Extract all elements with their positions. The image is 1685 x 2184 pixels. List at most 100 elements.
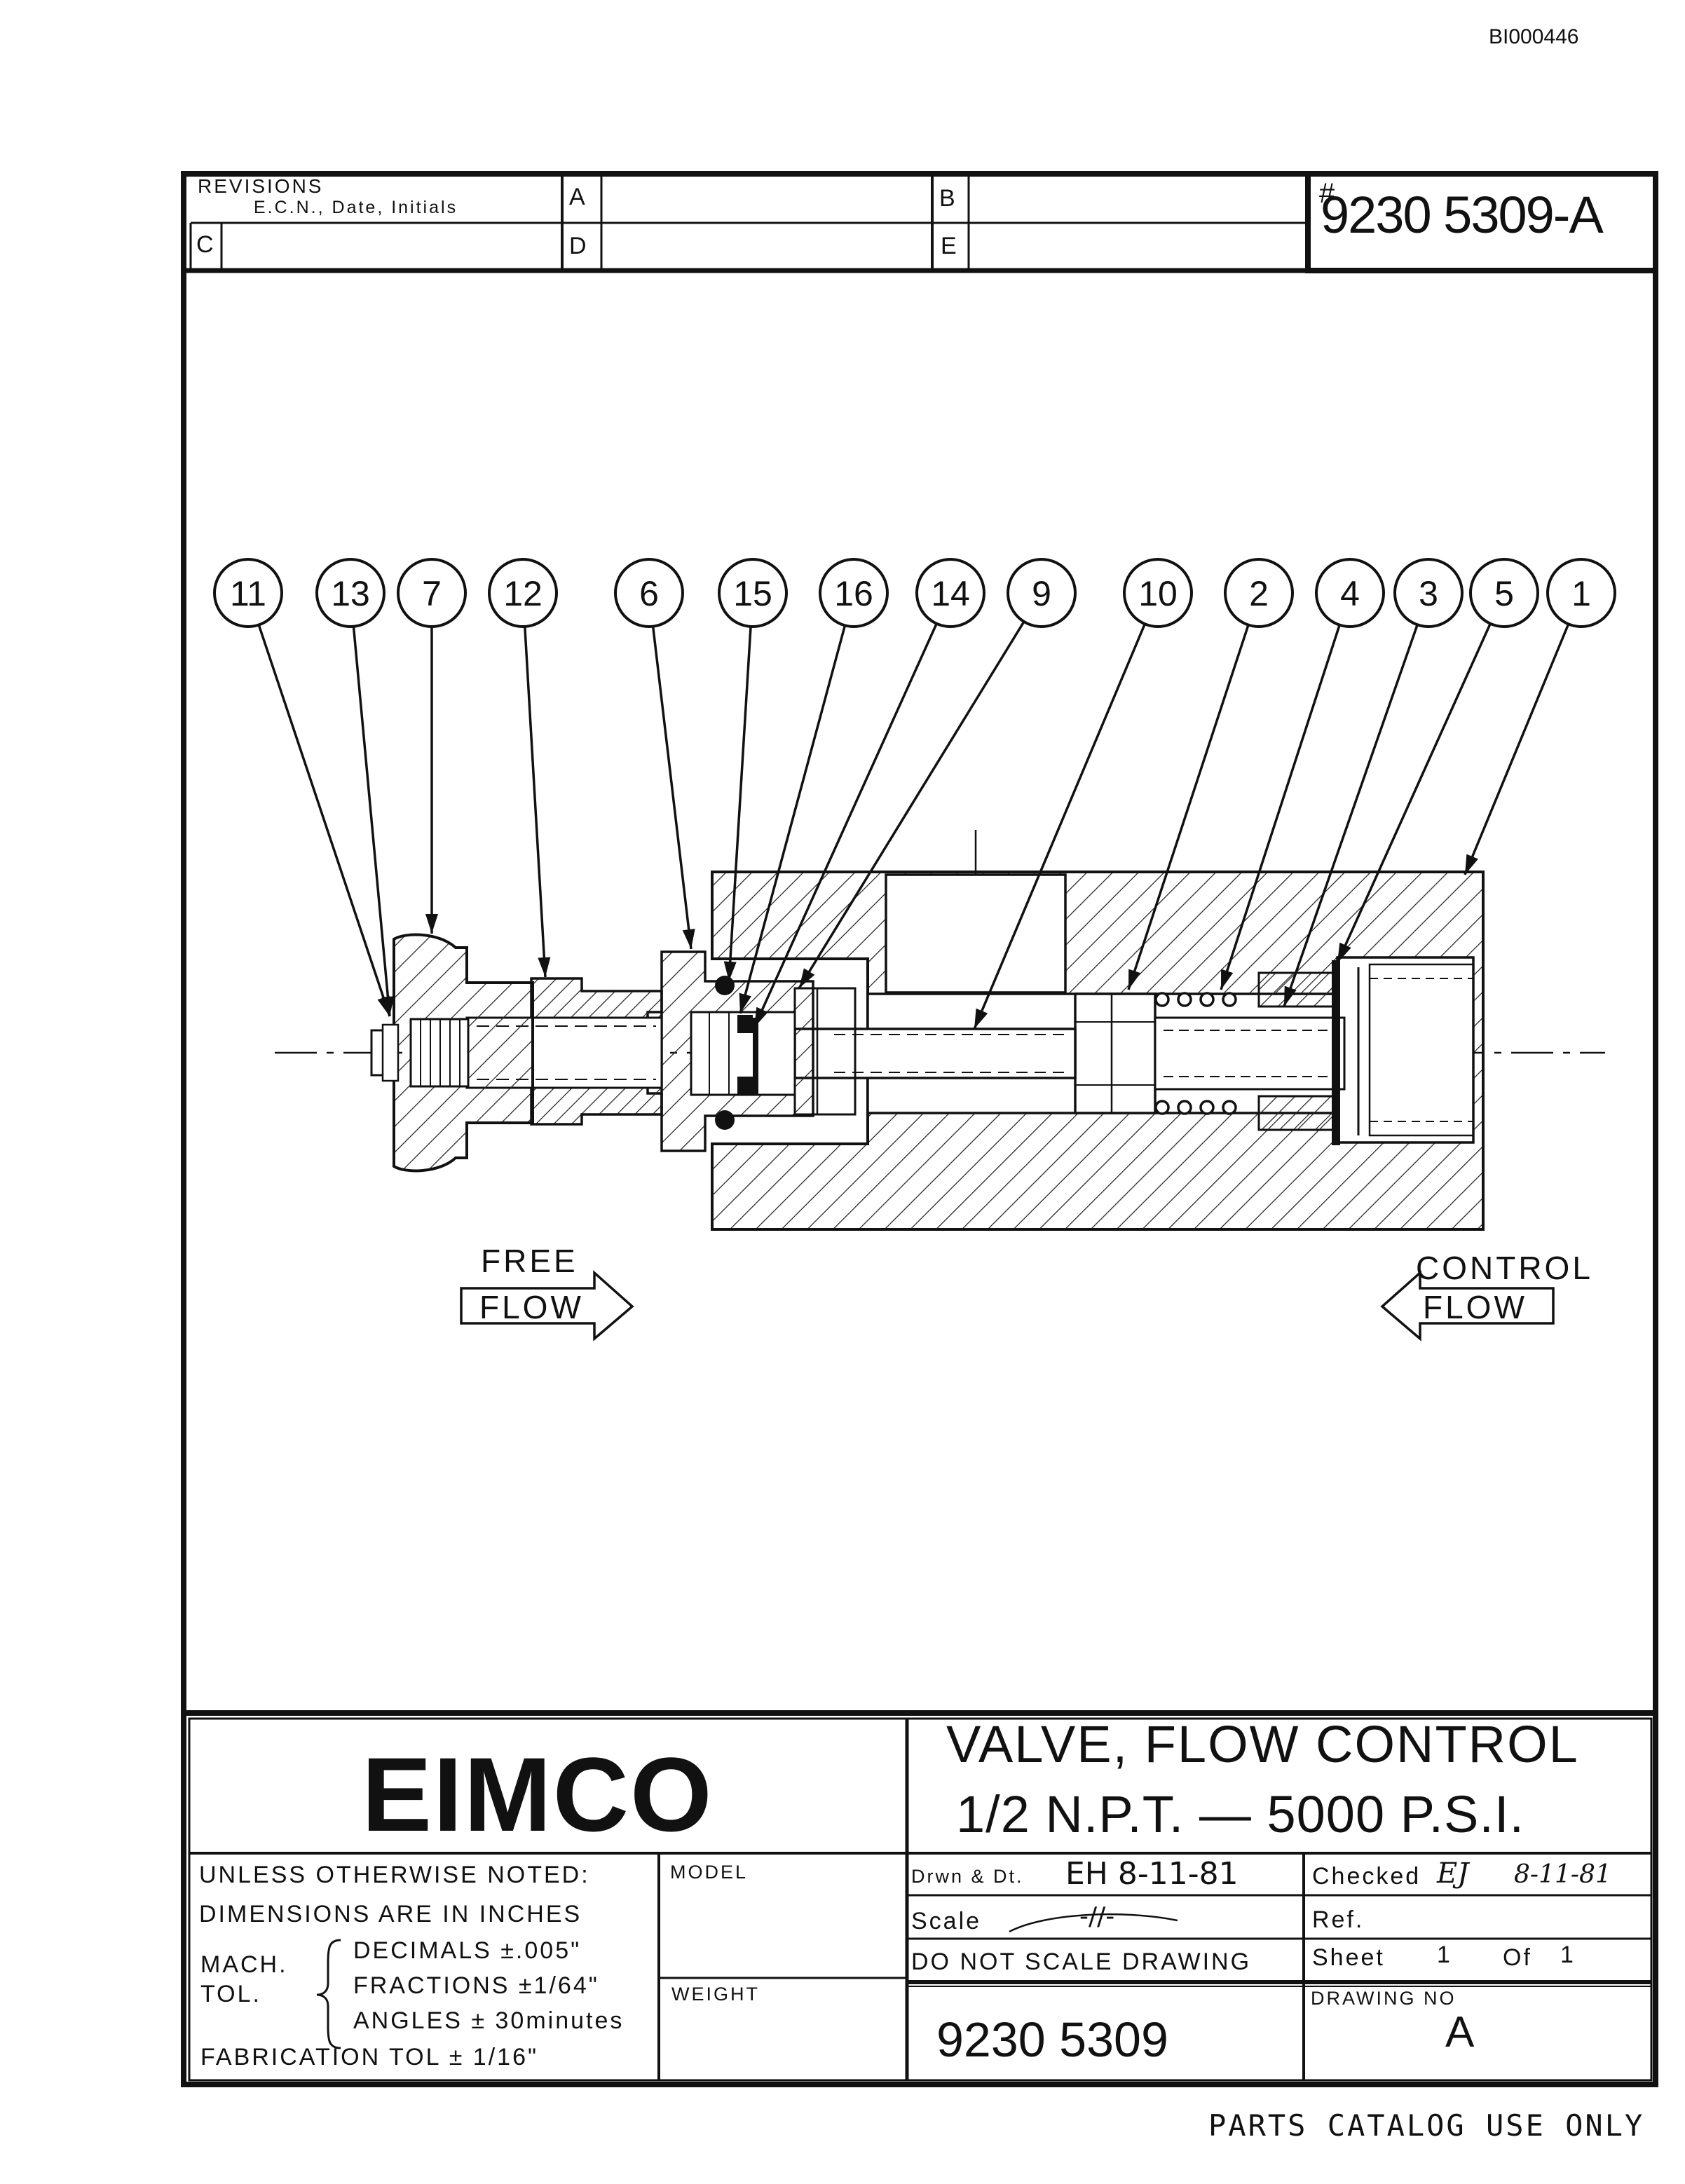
leader-arrowhead-3 [1284, 985, 1297, 1006]
balloon-label-1: 1 [1571, 574, 1591, 613]
leader-arrowhead-5 [1337, 942, 1351, 963]
leader-line-9 [798, 620, 1025, 989]
revisions-title: REVISIONS [198, 175, 324, 197]
do-not-scale-label: DO NOT SCALE DRAWING [911, 1948, 1252, 1975]
leader-line-10 [973, 623, 1146, 1030]
balloon-circle-15 [718, 558, 788, 628]
notes-line1: UNLESS OTHERWISE NOTED: [199, 1862, 590, 1888]
scale-mark [1009, 1913, 1178, 1933]
leader-line-1 [1464, 623, 1570, 875]
notes-tol: TOL. [200, 1981, 261, 2007]
leader-arrowhead-1 [1465, 854, 1479, 875]
footer-note: PARTS CATALOG USE ONLY [1208, 2108, 1645, 2143]
balloon-circle-16 [819, 558, 889, 628]
drawing-number: 9230 5309 [936, 2012, 1168, 2067]
of-value: 1 [1560, 1941, 1576, 1968]
document-code: BI000446 [1489, 25, 1579, 48]
balloon-label-11: 11 [230, 574, 266, 613]
leader-arrowhead-10 [974, 1008, 988, 1029]
company-logo: EIMCO [362, 1735, 714, 1853]
balloon-circle-5 [1469, 558, 1539, 628]
scale-value: -//- [1079, 1902, 1115, 1931]
revisions-subtitle: E.C.N., Date, Initials [254, 198, 458, 217]
leader-arrowhead-12 [538, 957, 551, 977]
leader-arrowhead-7 [425, 914, 438, 934]
revision-cell-c: C [196, 231, 214, 258]
balloon-circle-10 [1123, 558, 1193, 628]
checked-initials: EJ [1437, 1857, 1469, 1890]
leader-line-5 [1336, 623, 1492, 964]
notes-line2: DIMENSIONS ARE IN INCHES [199, 1901, 582, 1927]
balloon-label-4: 4 [1340, 574, 1360, 613]
balloon-label-12: 12 [503, 574, 543, 613]
free-flow-label-line2: FLOW [479, 1289, 584, 1325]
spring-coils [1154, 992, 1237, 1115]
free-flow-arrow [460, 1270, 634, 1342]
notes-fractions: FRACTIONS ±1/64" [353, 1972, 599, 1999]
scale-label: Scale [911, 1908, 982, 1934]
balloon-label-14: 14 [931, 574, 970, 613]
checked-label: Checked [1312, 1863, 1421, 1890]
ref-label: Ref. [1312, 1906, 1365, 1933]
revision-hash: # [1319, 178, 1335, 209]
notes-decimals: DECIMALS ±.005" [353, 1937, 582, 1964]
poppet [1074, 992, 1346, 1114]
model-label: MODEL [670, 1862, 749, 1883]
balloon-circle-11 [213, 558, 283, 628]
leader-arrowhead-15 [723, 961, 737, 981]
control-flow-label-line2: FLOW [1423, 1289, 1527, 1325]
revision-cell-e: E [941, 233, 957, 259]
leader-arrowhead-16 [739, 992, 751, 1013]
handknob [393, 933, 534, 1173]
leader-line-4 [1220, 625, 1341, 990]
revision-number: 9230 5309-A [1321, 186, 1604, 244]
balloon-label-16: 16 [834, 574, 873, 613]
drawing-title-line2: 1/2 N.P.T. — 5000 P.S.I. [956, 1785, 1525, 1843]
balloon-circle-4 [1315, 558, 1385, 628]
balloon-circle-12 [488, 558, 558, 628]
drawing-size: A [1445, 2008, 1475, 2056]
balloon-label-6: 6 [639, 574, 659, 613]
leader-arrowhead-6 [682, 929, 695, 949]
revision-cell-d: D [569, 233, 587, 259]
balloon-circle-1 [1546, 558, 1616, 628]
leader-arrowhead-14 [754, 1006, 768, 1028]
balloon-circle-13 [315, 558, 386, 628]
free-flow-label-line1: FREE [481, 1243, 578, 1279]
balloon-label-15: 15 [733, 574, 772, 613]
drawing-no-label: DRAWING NO [1311, 1988, 1457, 2009]
title-block-grid [184, 1710, 1656, 2082]
leader-line-16 [739, 625, 847, 1014]
notes-mach: MACH. [200, 1951, 288, 1978]
notes-fabrication: FABRICATION TOL ± 1/16" [200, 2044, 539, 2070]
balloon-label-10: 10 [1138, 574, 1178, 613]
leader-line-12 [524, 626, 547, 978]
of-label: Of [1503, 1944, 1532, 1971]
sheet-border [181, 171, 1658, 2087]
seal-ring [1332, 960, 1340, 1145]
set-screw [370, 1023, 400, 1082]
stem [793, 1028, 1077, 1079]
control-flow-label-line1: CONTROL [1416, 1250, 1593, 1286]
leader-line-6 [651, 626, 693, 950]
balloon-circle-6 [614, 558, 684, 628]
leader-arrowhead-4 [1221, 969, 1234, 990]
balloon-label-9: 9 [1032, 574, 1051, 613]
revision-block [184, 171, 1658, 273]
drawn-value: EH 8-11-81 [1065, 1856, 1239, 1892]
leader-line-11 [257, 624, 391, 1017]
notes-angles: ANGLES ± 30minutes [353, 2007, 625, 2034]
balloon-label-3: 3 [1419, 574, 1438, 613]
sheet-label: Sheet [1312, 1944, 1385, 1971]
balloon-circle-14 [915, 558, 985, 628]
leader-line-13 [352, 626, 391, 1017]
balloon-circle-7 [397, 558, 467, 628]
sheet-value: 1 [1437, 1941, 1452, 1968]
revision-cell-b: B [939, 185, 955, 212]
drawn-label: Drwn & Dt. [911, 1866, 1024, 1887]
leader-arrowhead-2 [1128, 969, 1141, 990]
balloon-label-2: 2 [1249, 574, 1269, 613]
leader-arrowhead-13 [381, 996, 395, 1016]
